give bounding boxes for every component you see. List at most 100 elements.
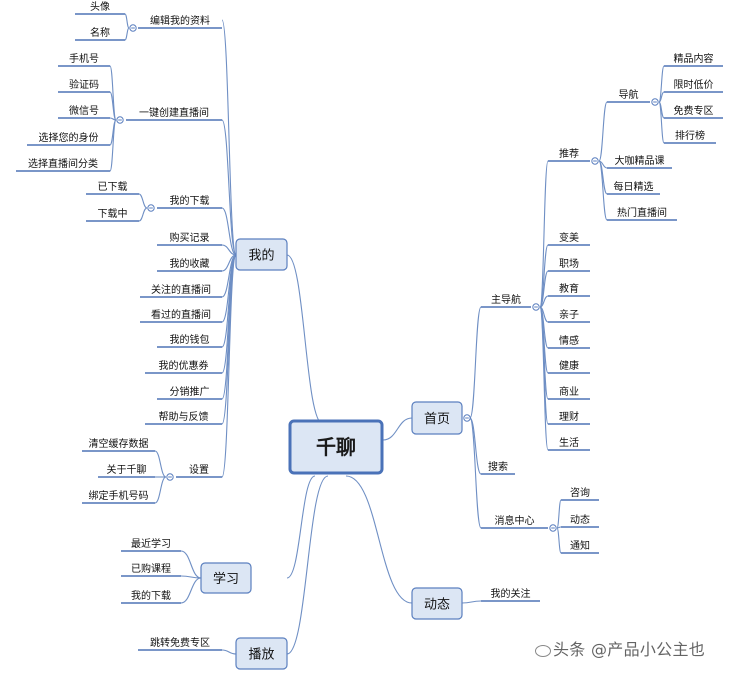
node-tuijian-child[interactable]: 热门直播间 bbox=[607, 206, 677, 221]
node-xiazai-child[interactable]: 下载中 bbox=[86, 207, 139, 222]
leaf-label: 消息中心 bbox=[495, 514, 535, 527]
leaf-label: 限时低价 bbox=[674, 78, 714, 91]
node-daohang-child[interactable]: 免费专区 bbox=[664, 104, 723, 119]
collapse-toggle-icon[interactable] bbox=[463, 414, 471, 422]
node-category[interactable]: 教育 bbox=[548, 282, 590, 297]
node-wode-item[interactable]: 购买记录 bbox=[157, 231, 222, 246]
node-bianji[interactable]: 编辑我的资料 bbox=[138, 14, 222, 29]
node-category[interactable]: 职场 bbox=[548, 257, 590, 272]
branch-bofang-box bbox=[235, 637, 288, 670]
leaf-label: 我的关注 bbox=[491, 587, 531, 600]
node-category[interactable]: 变美 bbox=[548, 231, 590, 246]
tuijian-to-daohang-line bbox=[598, 101, 608, 162]
leaf-label: 最近学习 bbox=[131, 537, 171, 550]
zhudaohang-category-line bbox=[539, 270, 549, 308]
leaf-label: 热门直播间 bbox=[617, 206, 667, 219]
node-daohang[interactable]: 导航 bbox=[607, 88, 650, 103]
node-bianji-child[interactable]: 名称 bbox=[75, 26, 125, 41]
branch-shouye-box bbox=[411, 401, 463, 435]
node-xiazai-child[interactable]: 已下载 bbox=[86, 181, 139, 195]
branch-xuexi[interactable]: 学习 bbox=[200, 562, 252, 594]
node-tuijian[interactable]: 推荐 bbox=[548, 147, 590, 162]
collapse-toggle-icon[interactable] bbox=[651, 98, 659, 106]
leaf-label: 我的下载 bbox=[170, 194, 210, 207]
branch-wode[interactable]: 我的 bbox=[235, 238, 288, 271]
node-yijian-child[interactable]: 选择直播间分类 bbox=[16, 157, 110, 172]
center-to-xuexi-line bbox=[286, 475, 316, 579]
node-sousuo[interactable]: 搜索 bbox=[481, 460, 515, 475]
leaf-label: 我的下载 bbox=[131, 589, 171, 602]
collapse-toggle-icon[interactable] bbox=[532, 303, 540, 311]
node-yijian-child[interactable]: 微信号 bbox=[58, 104, 110, 119]
yijian-child-line bbox=[109, 91, 117, 121]
node-xiaoxi-child[interactable]: 动态 bbox=[561, 513, 599, 528]
leaf-label: 排行榜 bbox=[675, 129, 705, 142]
leaf-label: 商业 bbox=[559, 385, 579, 398]
node-daohang-child[interactable]: 精品内容 bbox=[664, 52, 723, 67]
xiazai-child-line bbox=[138, 207, 148, 222]
node-category[interactable]: 理财 bbox=[548, 410, 590, 425]
node-xuexi-child[interactable]: 最近学习 bbox=[121, 537, 181, 552]
bofang-child-line bbox=[221, 649, 237, 655]
node-category[interactable]: 健康 bbox=[548, 359, 590, 374]
branch-shouye[interactable]: 首页 bbox=[411, 401, 463, 435]
node-yijian[interactable]: 一键创建直播间 bbox=[126, 106, 222, 121]
collapse-toggle-icon[interactable] bbox=[591, 157, 599, 165]
wode-to-shezhi-line bbox=[221, 254, 237, 478]
node-wode-item[interactable]: 我的收藏 bbox=[157, 257, 222, 272]
node-xiaoxi-child[interactable]: 通知 bbox=[561, 539, 599, 554]
leaf-label: 搜索 bbox=[488, 460, 508, 473]
watermark: 头条 @产品小公主也 bbox=[535, 636, 705, 660]
leaf-label: 亲子 bbox=[559, 308, 579, 321]
node-shezhi-child[interactable]: 清空缓存数据 bbox=[82, 437, 155, 452]
node-wode-item[interactable]: 我的优惠券 bbox=[145, 359, 222, 374]
node-xiazai[interactable]: 我的下载 bbox=[157, 194, 222, 209]
leaf-label: 咨询 bbox=[570, 486, 590, 499]
node-wode-item[interactable]: 帮助与反馈 bbox=[145, 410, 222, 425]
leaf-label: 名称 bbox=[90, 26, 110, 39]
leaf-label: 绑定手机号码 bbox=[89, 489, 149, 502]
leaf-label: 健康 bbox=[559, 359, 579, 372]
node-shezhi[interactable]: 设置 bbox=[176, 464, 222, 478]
node-yijian-child[interactable]: 验证码 bbox=[58, 78, 110, 93]
node-xiaoxi[interactable]: 消息中心 bbox=[481, 514, 548, 529]
node-shezhi-child[interactable]: 关于千聊 bbox=[98, 463, 155, 478]
node-wode-item[interactable]: 分销推广 bbox=[157, 385, 222, 400]
node-bofang-child[interactable]: 跳转免费专区 bbox=[138, 636, 222, 651]
center-to-bofang-line bbox=[286, 475, 329, 655]
node-xiaoxi-child[interactable]: 咨询 bbox=[561, 486, 599, 501]
collapse-toggle-icon[interactable] bbox=[549, 524, 557, 532]
branch-dongtai[interactable]: 动态 bbox=[411, 587, 463, 620]
leaf-label: 精品内容 bbox=[674, 52, 714, 65]
collapse-toggle-icon[interactable] bbox=[116, 116, 124, 124]
node-daohang-child[interactable]: 排行榜 bbox=[664, 129, 716, 144]
node-xuexi-child[interactable]: 我的下载 bbox=[121, 589, 181, 604]
leaf-label: 一键创建直播间 bbox=[139, 106, 209, 119]
node-tuijian-child[interactable]: 大咖精品课 bbox=[607, 154, 672, 169]
node-wode-item[interactable]: 关注的直播间 bbox=[140, 283, 222, 298]
center-node[interactable]: 千聊 bbox=[288, 419, 384, 475]
node-wode-item[interactable]: 看过的直播间 bbox=[140, 308, 222, 323]
node-xuexi-child[interactable]: 已购课程 bbox=[121, 562, 181, 577]
node-category[interactable]: 商业 bbox=[548, 385, 590, 400]
node-daohang-child[interactable]: 限时低价 bbox=[664, 78, 723, 93]
collapse-toggle-icon[interactable] bbox=[147, 204, 155, 212]
leaf-label: 头像 bbox=[90, 1, 110, 13]
branch-bofang[interactable]: 播放 bbox=[235, 637, 288, 670]
leaf-label: 清空缓存数据 bbox=[89, 437, 149, 450]
node-category[interactable]: 情感 bbox=[548, 334, 590, 349]
node-yijian-child[interactable]: 选择您的身份 bbox=[27, 131, 110, 146]
node-tuijian-child[interactable]: 每日精选 bbox=[607, 180, 660, 195]
node-shezhi-child[interactable]: 绑定手机号码 bbox=[82, 489, 155, 504]
node-bianji-child[interactable]: 头像 bbox=[75, 1, 125, 15]
node-category[interactable]: 亲子 bbox=[548, 308, 590, 323]
node-yijian-child[interactable]: 手机号 bbox=[58, 52, 110, 67]
node-category[interactable]: 生活 bbox=[548, 436, 590, 451]
collapse-toggle-icon[interactable] bbox=[129, 24, 137, 32]
leaf-label: 主导航 bbox=[491, 293, 521, 306]
collapse-toggle-icon[interactable] bbox=[166, 473, 174, 481]
node-dongtai-child[interactable]: 我的关注 bbox=[481, 587, 540, 602]
node-zhudaohang[interactable]: 主导航 bbox=[481, 293, 531, 308]
node-wode-item[interactable]: 我的钱包 bbox=[157, 333, 222, 348]
leaf-label: 看过的直播间 bbox=[151, 308, 211, 321]
